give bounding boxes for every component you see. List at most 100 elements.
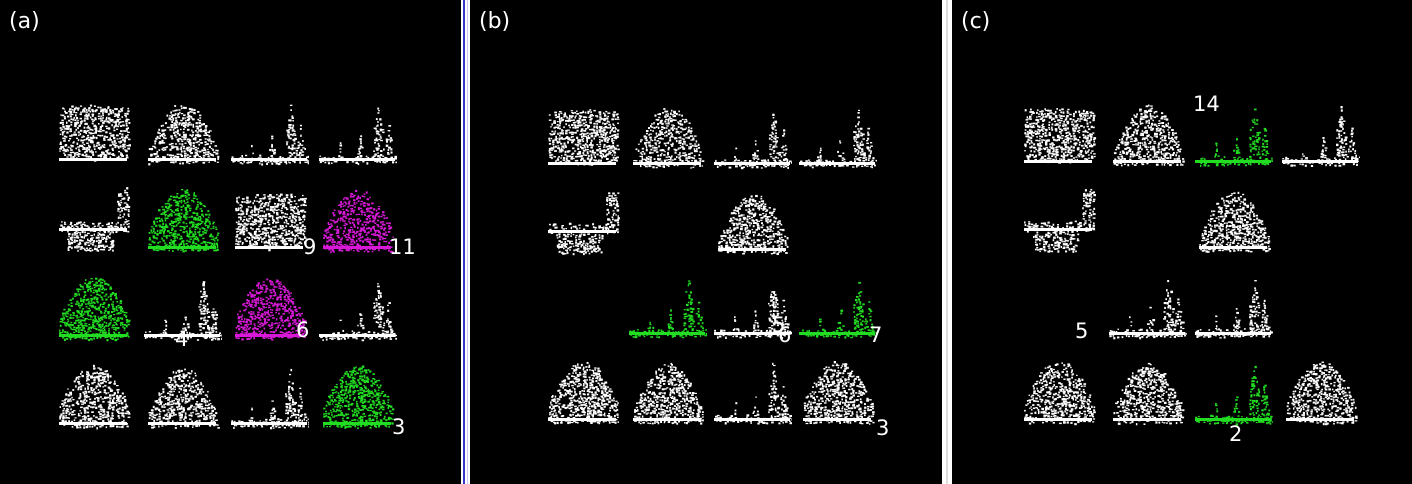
- point-cloud-dot: [176, 202, 180, 205]
- point-cloud-dot: [289, 216, 291, 218]
- point-cloud-dot: [64, 321, 66, 325]
- point-cloud-dot: [340, 243, 342, 246]
- point-cloud-dot: [203, 134, 206, 136]
- point-cloud-dot: [373, 317, 376, 319]
- point-cloud-dot: [171, 137, 174, 140]
- point-cloud-dot: [105, 245, 108, 247]
- point-cloud-dot: [161, 129, 164, 132]
- point-cloud-dot: [99, 391, 102, 394]
- point-cloud-dot: [174, 247, 178, 250]
- point-cloud-dot: [288, 239, 291, 242]
- point-cloud-dot: [272, 295, 276, 297]
- cell-number-label: 4: [175, 327, 189, 351]
- point-cloud-dot: [383, 240, 386, 243]
- point-cloud-dot: [62, 123, 64, 126]
- point-cloud-dot: [307, 426, 309, 428]
- point-cloud-dot: [70, 335, 72, 339]
- point-cloud-dot: [101, 285, 104, 287]
- point-cloud-dot: [261, 218, 264, 221]
- point-cloud-dot: [285, 162, 288, 165]
- point-cloud-dot: [287, 409, 291, 412]
- point-cloud-dot: [265, 423, 269, 426]
- point-cloud-dot: [345, 334, 348, 337]
- point-cloud-dot: [117, 112, 120, 114]
- point-cloud-dot: [97, 141, 100, 144]
- point-cloud-dot: [212, 406, 216, 409]
- point-cloud-dot: [67, 410, 70, 413]
- point-cloud-dot: [377, 131, 380, 133]
- point-cloud-dot: [103, 312, 106, 315]
- point-cloud-dot: [359, 232, 362, 235]
- point-cloud-dot: [364, 424, 366, 427]
- point-cloud-dot: [118, 150, 120, 153]
- point-cloud-dot: [167, 202, 170, 205]
- point-cloud-dot: [68, 420, 71, 422]
- point-cloud-dot: [325, 415, 328, 417]
- point-cloud-dot: [75, 233, 79, 235]
- point-cloud-dot: [391, 246, 393, 248]
- point-cloud-dot: [289, 159, 292, 161]
- point-cloud-dot: [241, 314, 244, 316]
- point-cloud-dot: [191, 249, 194, 251]
- point-cloud-dot: [325, 232, 328, 234]
- point-cloud-dot: [92, 110, 94, 113]
- point-cloud-dot: [114, 293, 117, 296]
- point-cloud-dot: [214, 322, 217, 325]
- point-cloud-dot: [198, 244, 201, 247]
- point-cloud-dot: [210, 140, 213, 143]
- point-cloud-dot: [277, 204, 280, 207]
- point-cloud-dot: [291, 334, 294, 337]
- point-cloud-dot: [302, 232, 305, 236]
- point-cloud-dot: [176, 236, 179, 239]
- point-cloud-dot: [127, 147, 131, 150]
- point-cloud-dot: [288, 312, 291, 314]
- point-cloud-dot: [173, 131, 176, 134]
- point-cloud-dot: [300, 238, 303, 240]
- point-cloud-dot: [340, 426, 343, 428]
- point-cloud-dot: [107, 377, 109, 379]
- point-cloud-dot: [170, 195, 173, 198]
- point-cloud-dot: [323, 159, 326, 161]
- point-cloud-dot: [377, 332, 380, 335]
- point-cloud-dot: [192, 142, 195, 144]
- point-cloud-dot: [216, 335, 219, 338]
- point-cloud-dot: [249, 200, 252, 203]
- point-cloud-dot: [186, 210, 189, 213]
- point-cloud-dot: [111, 147, 114, 151]
- point-cloud-dot: [78, 383, 81, 385]
- point-cloud-dot: [291, 412, 294, 414]
- point-cloud-dot: [94, 420, 97, 423]
- point-cloud-dot: [336, 228, 339, 231]
- point-cloud-dot: [73, 241, 76, 243]
- point-cloud-dot: [75, 314, 78, 317]
- point-cloud-dot: [355, 157, 358, 159]
- point-cloud-dot: [94, 376, 97, 379]
- point-cloud-dot: [101, 279, 104, 281]
- point-cloud-dot: [69, 400, 72, 402]
- point-cloud-dot: [89, 247, 92, 250]
- point-cloud-dot: [370, 390, 373, 393]
- point-cloud-dot: [93, 388, 95, 391]
- point-cloud-dot: [86, 147, 89, 149]
- point-cloud-dot: [101, 303, 105, 305]
- point-cloud-dot: [235, 425, 238, 427]
- shape-cell-magenta: [317, 180, 397, 260]
- point-cloud-dot: [195, 122, 198, 125]
- point-cloud-dot: [331, 413, 333, 416]
- point-cloud-dot: [89, 281, 92, 284]
- point-cloud-dot: [208, 328, 211, 331]
- point-cloud-dot: [290, 423, 293, 426]
- point-cloud-dot: [373, 233, 376, 235]
- point-cloud-dot: [366, 240, 369, 243]
- point-cloud-dot: [304, 236, 306, 238]
- point-cloud-dot: [200, 414, 202, 417]
- point-cloud-dot: [236, 197, 238, 200]
- point-cloud-dot: [271, 231, 274, 234]
- point-cloud-dot: [295, 219, 297, 222]
- point-cloud-dot: [190, 144, 192, 147]
- point-cloud-dot: [81, 370, 83, 374]
- point-cloud-dot: [198, 407, 201, 409]
- point-cloud-dot: [107, 401, 111, 403]
- point-cloud-dot: [169, 403, 171, 406]
- point-cloud-dot: [333, 410, 335, 413]
